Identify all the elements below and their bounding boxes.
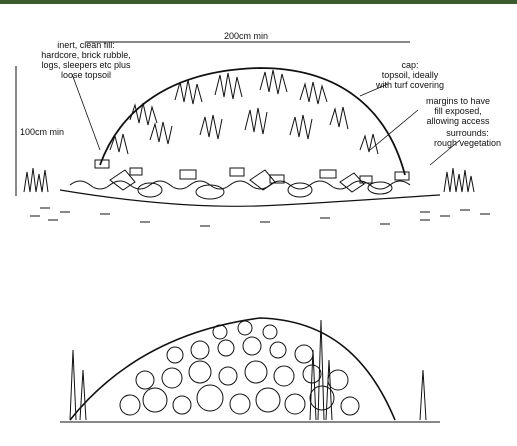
width-dimension-label: 200cm min bbox=[206, 31, 286, 41]
turf-scribbles bbox=[110, 70, 378, 154]
ground-dashes bbox=[30, 208, 490, 226]
height-dimension-label: 100cm min bbox=[20, 127, 64, 137]
rubble-fill bbox=[70, 160, 410, 199]
mound-base-outline bbox=[60, 190, 440, 206]
log-pile-sketch bbox=[60, 318, 440, 422]
